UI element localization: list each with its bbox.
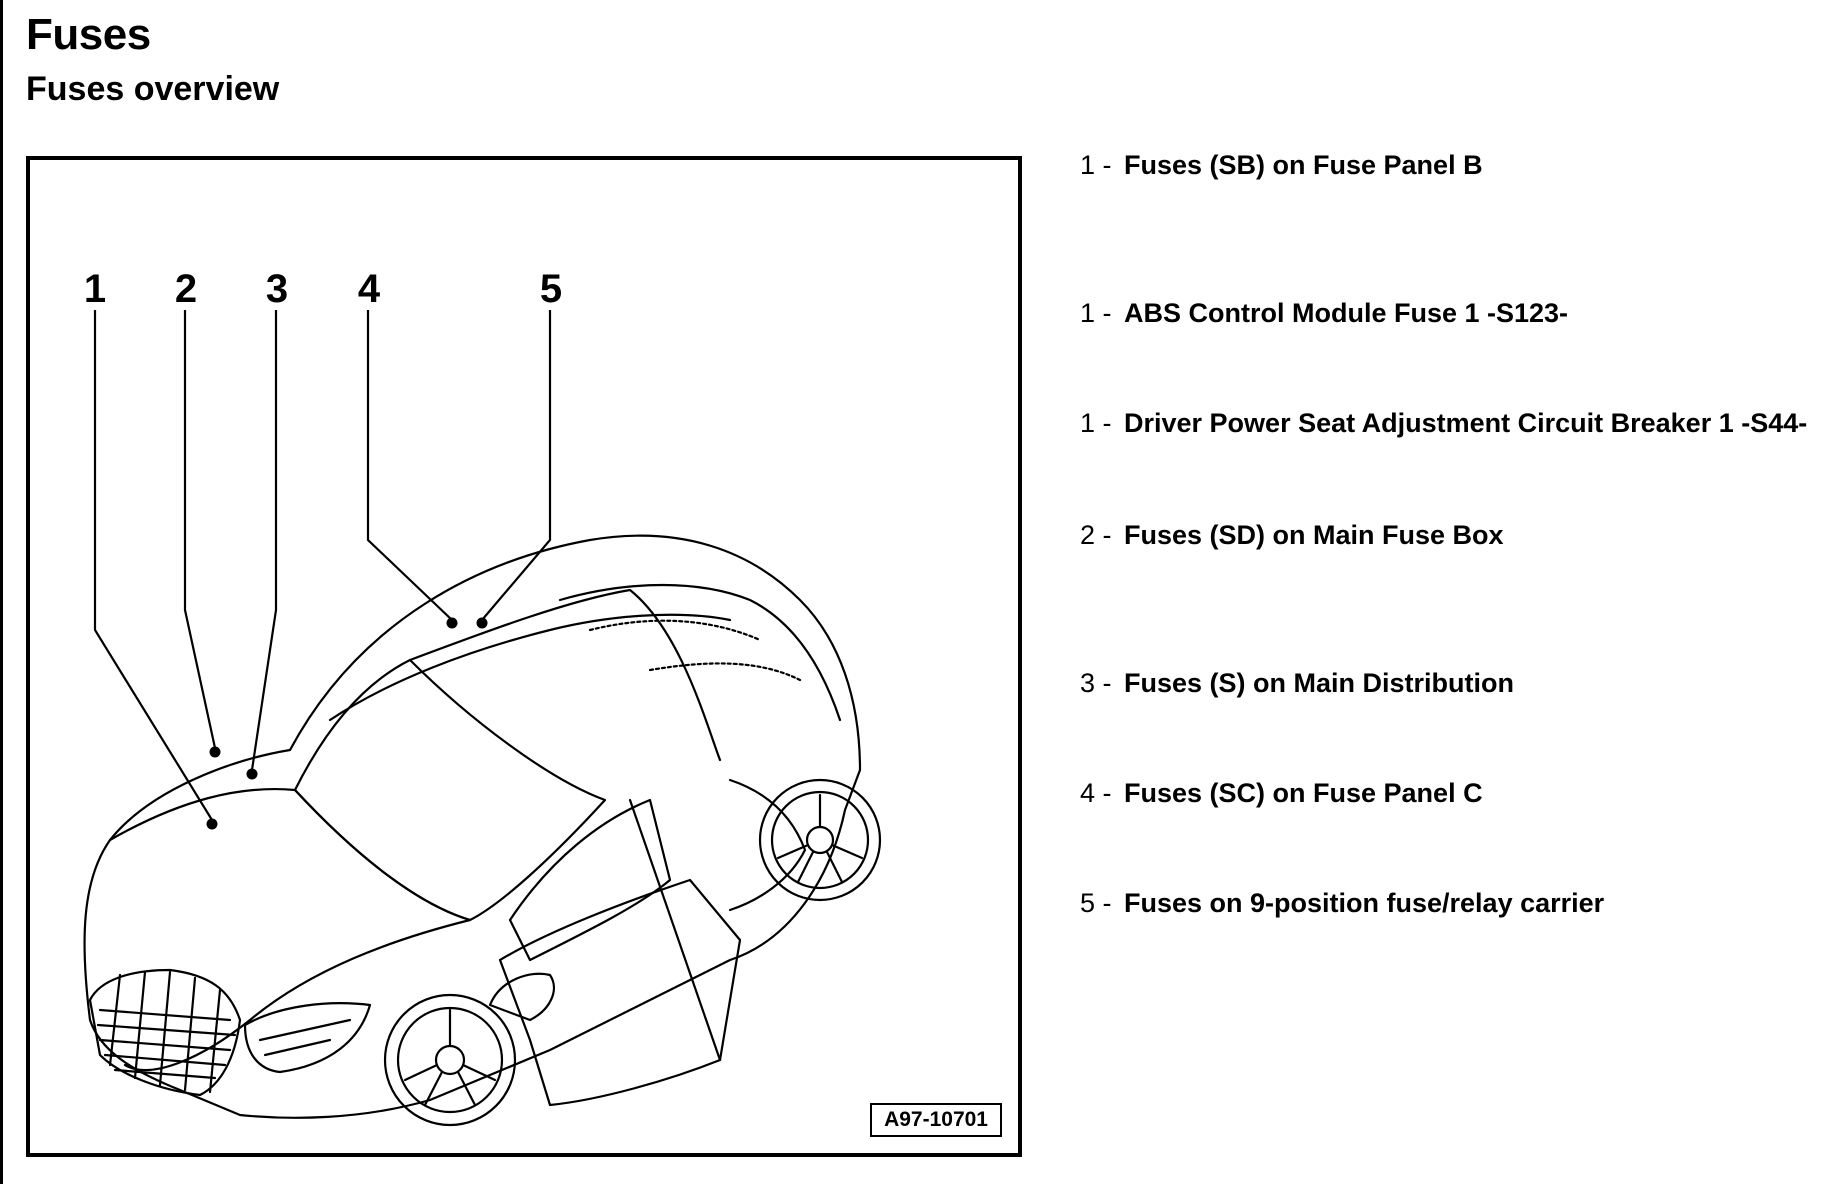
callout-5: 5: [540, 267, 562, 311]
legend-item: 5 - Fuses on 9-position fuse/relay carri…: [1080, 888, 1604, 919]
car-line-drawing: 1 2 3 4 5: [83, 267, 882, 1127]
location-dot-1: [206, 818, 218, 830]
car-rear-window: [558, 583, 842, 722]
callout-4: 4: [358, 267, 381, 311]
leader-line-1: [93, 310, 213, 821]
callout-1: 1: [84, 267, 106, 311]
legend-number: 1 -: [1080, 408, 1112, 438]
car-body-outline: [83, 534, 862, 1119]
legend-item: 2 - Fuses (SD) on Main Fuse Box: [1080, 520, 1504, 551]
legend-number: 2 -: [1080, 520, 1112, 550]
leader-line-3: [250, 310, 278, 771]
figure-id-label: A97-10701: [870, 1103, 1002, 1137]
callout-3: 3: [266, 267, 288, 311]
legend-item: 1 - Fuses (SB) on Fuse Panel B: [1080, 150, 1483, 181]
callout-2: 2: [175, 267, 197, 311]
leader-line-4: [366, 310, 453, 621]
car-windshield: [293, 658, 607, 922]
car-rear-wheel: [758, 778, 882, 902]
leader-line-2: [183, 310, 217, 749]
legend-item: 4 - Fuses (SC) on Fuse Panel C: [1080, 778, 1483, 809]
legend-item: 1 - Driver Power Seat Adjustment Circuit…: [1080, 408, 1807, 439]
car-door: [498, 878, 742, 1107]
car-fuse-location-figure: 1 2 3 4 5 A97-10701: [26, 156, 1022, 1157]
car-front-wheel: [383, 993, 517, 1127]
legend-item: 1 - ABS Control Module Fuse 1 -S123-: [1080, 298, 1568, 329]
legend-text: Fuses (SB) on Fuse Panel B: [1124, 150, 1483, 180]
page-left-border: [0, 0, 3, 1184]
page-title: Fuses: [26, 10, 151, 59]
legend-item: 3 - Fuses (S) on Main Distribution: [1080, 668, 1514, 699]
legend-text: Fuses (SD) on Main Fuse Box: [1124, 520, 1504, 550]
location-dot-5: [476, 617, 488, 629]
legend-text: Fuses on 9-position fuse/relay carrier: [1124, 888, 1605, 918]
car-front-grille: [88, 968, 242, 1097]
legend-number: 1 -: [1080, 150, 1112, 180]
car-headlight: [243, 1002, 372, 1074]
legend-number: 3 -: [1080, 668, 1112, 698]
legend-text: Driver Power Seat Adjustment Circuit Bre…: [1124, 408, 1808, 438]
legend-text: Fuses (S) on Main Distribution: [1124, 668, 1514, 698]
page-subtitle: Fuses overview: [26, 70, 280, 108]
leader-line-5: [481, 310, 552, 621]
location-dot-2: [209, 746, 221, 758]
location-dot-3: [246, 768, 258, 780]
legend-number: 5 -: [1080, 888, 1112, 918]
legend-text: Fuses (SC) on Fuse Panel C: [1124, 778, 1483, 808]
legend-number: 1 -: [1080, 298, 1112, 328]
legend-number: 4 -: [1080, 778, 1112, 808]
location-dot-4: [446, 617, 458, 629]
car-side-mirror: [488, 972, 556, 1022]
car-side-window: [508, 798, 672, 962]
legend-text: ABS Control Module Fuse 1 -S123-: [1124, 298, 1569, 328]
